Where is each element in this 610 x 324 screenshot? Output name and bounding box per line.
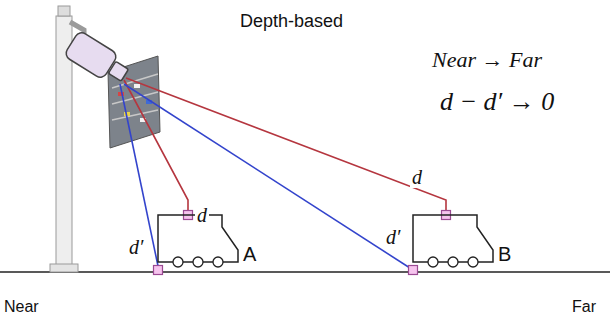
key-point (409, 266, 418, 275)
depth-line-bottom (120, 84, 158, 266)
distance-label: d (410, 166, 424, 188)
car-wheel (448, 257, 458, 267)
key-point (154, 266, 163, 275)
car-label: A (243, 243, 256, 265)
axis-end-label: Far (572, 298, 596, 316)
diagram-title: Depth-based (240, 12, 343, 32)
car-box: B (405, 205, 516, 275)
car-wheel (213, 257, 223, 267)
car-label: B (498, 243, 511, 265)
formula-text: d − d′ → 0 (440, 88, 554, 117)
lamp-base (50, 264, 78, 272)
depth-line-bottom (124, 84, 410, 268)
car-body (413, 215, 493, 262)
car-wheel (193, 257, 203, 267)
car-wheel (468, 257, 478, 267)
lamp-cap (58, 6, 70, 16)
ground-line (0, 271, 610, 273)
car-wheel (173, 257, 183, 267)
distance-label: d′ (127, 236, 145, 258)
car-wheel (428, 257, 438, 267)
distance-label: d (195, 204, 209, 226)
axis-end-label: Near (4, 298, 39, 316)
camera (64, 30, 129, 81)
formula-text: Near → Far (432, 48, 542, 72)
depth-line-top (126, 78, 446, 211)
distance-label: d′ (384, 226, 402, 248)
